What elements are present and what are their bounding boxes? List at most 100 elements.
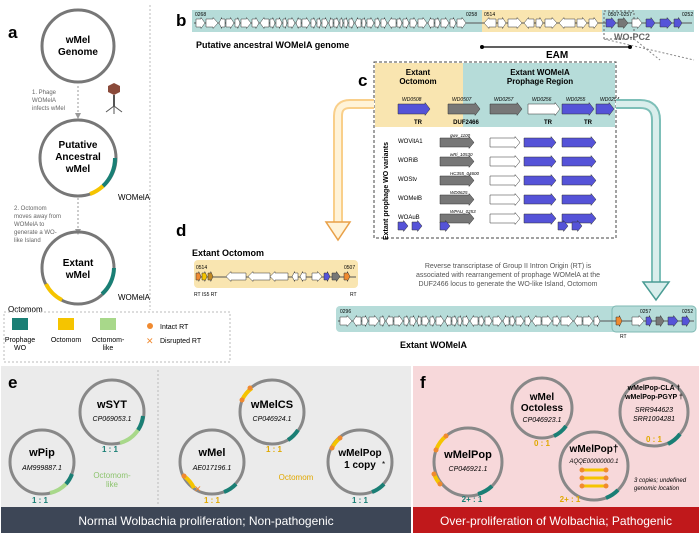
gene-arrow bbox=[402, 17, 410, 29]
d-octomom-genes bbox=[195, 270, 351, 283]
legend-label-octomom: Octomom bbox=[51, 337, 82, 344]
gene-arrow bbox=[507, 16, 523, 30]
f-aqqe-name: wMelPop† bbox=[569, 444, 619, 455]
e-wsyt-acc: CP069053.1 bbox=[93, 416, 132, 423]
gene-arrow bbox=[316, 17, 322, 29]
gene-arrow bbox=[207, 271, 214, 282]
gene-arrow bbox=[411, 219, 423, 233]
c-variant-name: WOAuB bbox=[398, 215, 420, 221]
c-variant-name: WORiB bbox=[398, 158, 418, 164]
gene-arrow bbox=[247, 270, 271, 283]
gene-arrow bbox=[225, 16, 235, 30]
gene-arrow bbox=[541, 314, 553, 328]
gene-arrow bbox=[333, 17, 340, 29]
gene-arrow bbox=[593, 315, 601, 327]
gene-arrow bbox=[523, 16, 535, 30]
octomom-label-a: Octomom bbox=[8, 305, 43, 314]
d-description: Reverse transcriptase of Group II Intron… bbox=[416, 263, 600, 288]
gene-arrow bbox=[429, 315, 436, 327]
wopc2-label: WO-PC2 bbox=[614, 32, 650, 42]
legend-swatch-octomom-like bbox=[100, 318, 116, 330]
gene-arrow bbox=[251, 16, 260, 30]
c-ref-label-tr2: TR bbox=[544, 120, 553, 126]
legend-swatch-octomom bbox=[58, 318, 74, 330]
gene-arrow bbox=[489, 135, 521, 150]
gene-arrow bbox=[617, 16, 629, 30]
gene-arrow bbox=[655, 314, 665, 328]
c-side-label: Extant prophage WO variants bbox=[383, 142, 390, 240]
gene-arrow bbox=[681, 314, 691, 328]
e-wmelcs-name: wMelCS bbox=[250, 399, 293, 411]
disrupted-rt-icon: ✕ bbox=[146, 336, 154, 346]
eam-label: EAM bbox=[546, 50, 568, 61]
gene-arrow bbox=[409, 16, 418, 30]
gene-arrow bbox=[366, 16, 375, 30]
d-oct-right: 0507 bbox=[344, 265, 355, 271]
gene-arrow bbox=[469, 314, 479, 328]
gene-arrow bbox=[489, 101, 523, 117]
gene-arrow bbox=[354, 17, 362, 29]
gene-arrow bbox=[478, 315, 485, 327]
gene-arrow bbox=[282, 17, 288, 29]
panel-c-letter: c bbox=[358, 71, 367, 90]
f-aqqe-acc: AQQE00000000.1 bbox=[568, 459, 618, 465]
gene-arrow bbox=[409, 315, 417, 327]
gene-arrow bbox=[523, 135, 557, 150]
gene-arrow bbox=[531, 314, 542, 328]
gene-arrow bbox=[417, 16, 428, 30]
c-variant-locus: wRi_10530 bbox=[450, 152, 473, 157]
d-rt-right: RT bbox=[350, 292, 357, 298]
c-ref-label-tr1: TR bbox=[414, 120, 423, 126]
gene-arrow bbox=[368, 314, 380, 328]
c-ref-gene-WD0507: WD0507 bbox=[452, 97, 472, 103]
gene-arrow bbox=[659, 16, 673, 30]
gene-arrow bbox=[451, 315, 458, 327]
panel-f: Over-proliferation of Wolbachia; Pathoge… bbox=[413, 366, 699, 533]
gene-arrow bbox=[561, 211, 597, 226]
d-wom-mid: 0257 bbox=[640, 309, 651, 315]
gene-arrow bbox=[456, 16, 467, 30]
e-wsyt-name: wSYT bbox=[96, 399, 127, 411]
panel-a-letter: a bbox=[8, 23, 18, 42]
c-ref-gene-WD0255: WD0255 bbox=[566, 97, 586, 103]
gene-arrow bbox=[483, 16, 497, 30]
f-wmelpop-ratio: 2+ : 1 bbox=[462, 495, 483, 504]
c-variant-name: WOVitA1 bbox=[398, 139, 423, 145]
panel-b-letter: b bbox=[176, 11, 186, 30]
gene-arrow bbox=[397, 219, 409, 233]
phage-icon bbox=[105, 83, 123, 114]
c-variant-rows: WOVitA1gwv_1100WORiBwRi_10530WOStvHC355_… bbox=[397, 133, 597, 233]
gene-arrow bbox=[558, 16, 576, 30]
gene-arrow bbox=[396, 17, 403, 29]
panel-b-title: Putative ancestral WOMelA genome bbox=[196, 40, 349, 50]
panel-e: Normal Wolbachia proliferation; Non-path… bbox=[1, 366, 411, 533]
e-wmelcs-ratio: 1 : 1 bbox=[266, 445, 283, 454]
gene-arrow bbox=[515, 314, 525, 328]
gene-arrow bbox=[439, 219, 451, 233]
gene-arrow bbox=[427, 17, 435, 29]
gene-arrow bbox=[447, 101, 481, 117]
e-wpip-name: wPip bbox=[28, 447, 55, 459]
gene-arrow bbox=[259, 16, 270, 30]
gene-arrow bbox=[497, 16, 507, 30]
gene-arrow bbox=[523, 211, 557, 226]
gene-arrow bbox=[439, 173, 475, 188]
gene-arrow bbox=[287, 16, 296, 30]
gene-arrow bbox=[509, 315, 516, 327]
gene-arrow bbox=[605, 16, 617, 30]
gene-arrow bbox=[218, 17, 226, 29]
panel-e-banner-bg bbox=[1, 507, 411, 533]
gene-arrow bbox=[379, 315, 386, 327]
gene-arrow bbox=[571, 219, 583, 233]
f-wmelpop-acc: CP046921.1 bbox=[449, 466, 488, 473]
panel-b: b 0268 0258 0514 0507-0257 0252 WO-PC2 P… bbox=[176, 10, 694, 61]
e-wmelpop-note: * bbox=[382, 460, 385, 469]
panel-b-genes bbox=[195, 16, 683, 30]
gene-arrow bbox=[524, 315, 532, 327]
gene-arrow bbox=[523, 192, 557, 207]
gene-arrow bbox=[439, 192, 475, 207]
